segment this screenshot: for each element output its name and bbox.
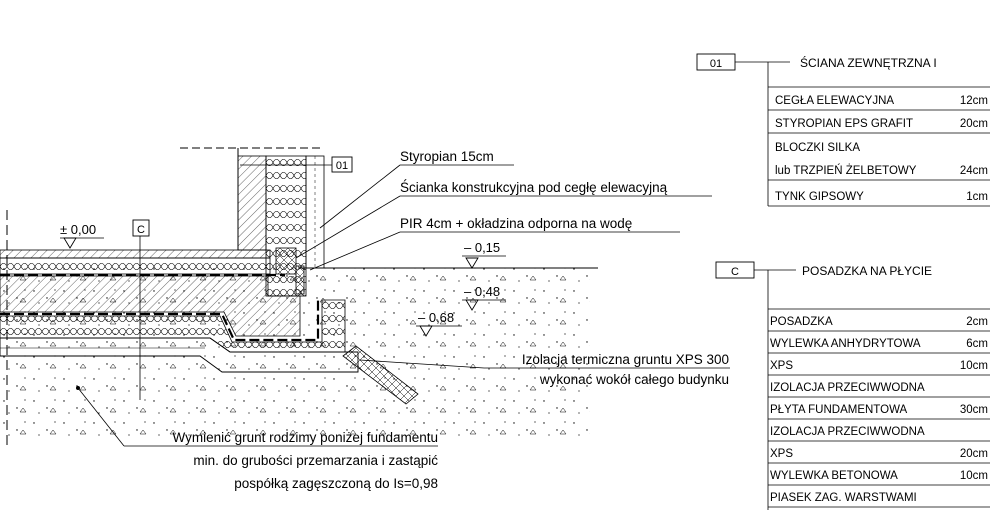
elevation-marker (465, 257, 479, 269)
wall-legend-row-thickness: 1cm (966, 191, 988, 203)
floor-legend-title: POSADZKA NA PŁYCIE (802, 264, 932, 278)
wall-legend-title: ŚCIANA ZEWNĘTRZNA I (800, 55, 937, 70)
floor-legend-row-thickness: 2cm (966, 316, 988, 328)
floor-legend-row-thickness: 30cm (960, 404, 988, 416)
floor-legend-row-thickness: 10cm (960, 470, 988, 482)
floor-legend-row-name: IZOLACJA PRZECIWWODNA (770, 426, 925, 438)
elevation-048: – 0,48 (464, 284, 500, 299)
callout-grunt-line2: min. do grubości przemarzania i zastąpić (193, 453, 438, 468)
floor-legend-row-name: XPS (770, 448, 793, 460)
floor-legend-row-name: IZOLACJA PRZECIWWODNA (770, 382, 925, 394)
floor-legend-row-name: WYLEWKA ANHYDRYTOWA (770, 338, 921, 350)
floor-screed (0, 249, 271, 259)
wall-legend-row-name: lub TRZPIEŃ ŻELBETOWY (775, 164, 917, 177)
wall-legend-row-name: STYROPIAN EPS GRAFIT (775, 118, 913, 130)
wall-legend-row-name: TYNK GIPSOWY (775, 191, 864, 203)
floor-legend-row-name: PŁYTA FUNDAMENTOWA (770, 404, 907, 416)
wall-legend: 01 ŚCIANA ZEWNĘTRZNA I CEGŁA ELEWACYJNA … (696, 53, 990, 207)
floor-legend-row-name: WYLEWKA BETONOWA (770, 470, 898, 482)
floor-tag-label: C (137, 224, 145, 236)
floor-legend-row-name: XPS (770, 360, 793, 372)
floor-legend-row-thickness: 6cm (966, 338, 988, 350)
elevation-015: – 0,15 (464, 240, 500, 255)
elevation-zero: ± 0,00 (60, 222, 96, 237)
floor-legend-row-thickness: 10cm (960, 360, 988, 372)
pir-board (295, 265, 305, 295)
floor-legend-row-name: POSADZKA (770, 316, 833, 328)
wall-legend-row-thickness: 24cm (960, 165, 988, 177)
wall-legend-row-name: BLOCZKI SILKA (775, 142, 860, 154)
wall-legend-tag-label: 01 (710, 58, 722, 70)
floor-tag (132, 219, 150, 237)
floor-legend-tag-label: C (731, 266, 739, 278)
elevation-marker (419, 325, 433, 337)
wall-legend-row-thickness: 20cm (960, 118, 988, 130)
callout-pir: PIR 4cm + okładzina odporna na wodę (400, 216, 632, 231)
callout-scianka: Ścianka konstrukcyjna pod cegłę elewacyj… (400, 180, 668, 195)
wall-tag-label: 01 (336, 160, 348, 172)
callout-grunt-line1: Wymienić grunt rodzimy poniżej fundament… (173, 430, 439, 445)
wall-legend-row-name: CEGŁA ELEWACYJNA (775, 95, 894, 107)
floor-legend: C POSADZKA NA PŁYCIE POSADZKA 2cm WYLEWK… (715, 261, 990, 510)
waterproofing-bottom (0, 298, 320, 342)
wall-tag (331, 156, 353, 173)
callout-styropian: Styropian 15cm (400, 149, 494, 164)
floor-legend-row-name: PIASEK ZAG. WARSTWAMI (770, 492, 917, 504)
callout-xps-line2: wykonać wokół całego budynku (539, 372, 729, 387)
concrete-subbase (0, 337, 359, 373)
structural-wall (275, 247, 297, 275)
callout-xps-line1: Izolacja termiczna gruntu XPS 300 (522, 352, 729, 367)
floor-legend-row-thickness: 20cm (960, 448, 988, 460)
elevation-marker (465, 299, 479, 311)
floor-xps (0, 257, 271, 275)
wall-block (237, 155, 267, 251)
callout-grunt-line3: pospółką zagęszczoną do Is=0,98 (234, 476, 438, 491)
wall-legend-row-thickness: 12cm (960, 95, 988, 107)
elevation-marker (63, 237, 77, 249)
elevation-068: – 0,68 (418, 310, 454, 325)
